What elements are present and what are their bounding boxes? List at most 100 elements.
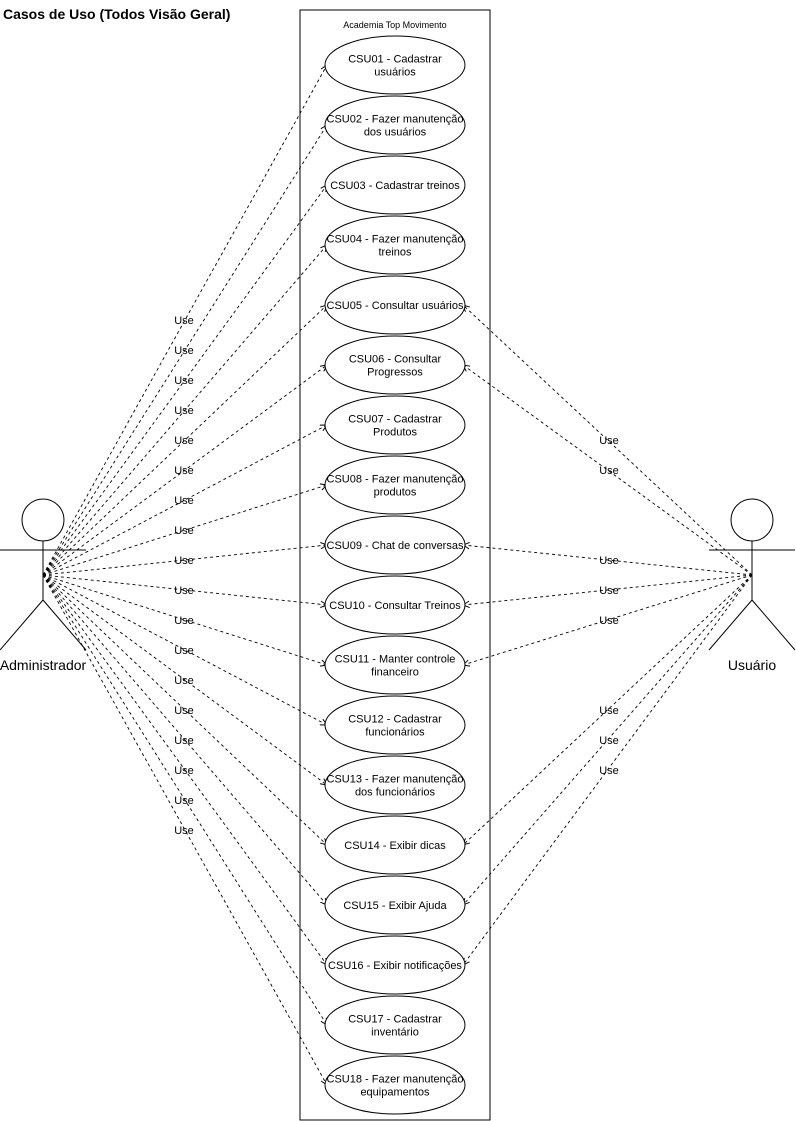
use-label: Use (599, 735, 619, 747)
use-case-ellipse (324, 755, 466, 815)
relation-admin-csu13 (42, 574, 327, 785)
relation-admin-csu14 (42, 574, 327, 845)
use-label: Use (174, 585, 194, 597)
use-label: Use (599, 615, 619, 627)
use-label: Use (174, 465, 194, 477)
actor-administrador[interactable]: Administrador (0, 498, 87, 673)
use-case-ellipse (324, 515, 466, 575)
use-label: Use (599, 705, 619, 717)
relation-admin-csu01 (42, 65, 327, 576)
use-case-label: CSU08 - Fazer manutenção (327, 474, 464, 486)
use-case-label: Progressos (367, 367, 423, 379)
actor-administrador-left-leg (0, 599, 44, 651)
use-case-csu03[interactable]: CSU03 - Cadastrar treinos (324, 155, 466, 215)
use-label: Use (599, 585, 619, 597)
use-case-label: CSU18 - Fazer manutenção (327, 1074, 464, 1086)
relation-user-csu10 (463, 574, 753, 605)
use-case-label: produtos (374, 487, 417, 499)
use-case-ellipse (324, 95, 466, 155)
use-label: Use (599, 765, 619, 777)
use-case-label: CSU13 - Fazer manutenção (327, 774, 464, 786)
actor-administrador-label: Administrador (0, 657, 87, 673)
relation-admin-csu06 (42, 365, 327, 576)
use-case-csu09[interactable]: CSU09 - Chat de conversas (324, 515, 466, 575)
use-label: Use (174, 315, 194, 327)
use-label: Use (174, 795, 194, 807)
use-case-label: funcionários (365, 727, 425, 739)
use-label: Use (599, 465, 619, 477)
use-case-ellipse (324, 875, 466, 935)
use-label: Use (174, 405, 194, 417)
actor-usuario-left-leg (708, 599, 753, 651)
use-case-ellipse (324, 815, 466, 875)
actor-usuario-head (730, 498, 774, 542)
use-case-label: CSU17 - Cadastrar (348, 1014, 442, 1026)
relation-admin-csu17 (42, 574, 327, 1025)
use-label: Use (174, 735, 194, 747)
use-case-ellipse (324, 35, 466, 95)
relation-user-csu11 (463, 574, 753, 665)
use-label: Use (174, 675, 194, 687)
use-case-ellipse (324, 215, 466, 275)
use-case-csu10[interactable]: CSU10 - Consultar Treinos (324, 575, 466, 635)
use-case-label: CSU12 - Cadastrar (348, 714, 442, 726)
relation-admin-csu16 (42, 574, 327, 965)
use-case-ellipse (324, 155, 466, 215)
relation-admin-csu03 (42, 185, 327, 576)
use-case-label: CSU16 - Exibir notificações (328, 960, 462, 972)
relation-admin-csu04 (42, 245, 327, 576)
relation-admin-csu05 (42, 305, 327, 576)
actor-usuario[interactable]: Usuário (708, 498, 796, 673)
use-label: Use (174, 555, 194, 567)
use-case-label: CSU04 - Fazer manutenção (327, 234, 464, 246)
relation-admin-csu08 (42, 485, 327, 576)
use-label: Use (174, 615, 194, 627)
relation-labels-layer: UseUseUseUseUseUseUseUseUseUseUseUseUseU… (174, 315, 619, 837)
use-label: Use (174, 435, 194, 447)
use-case-label: CSU09 - Chat de conversas (327, 540, 464, 552)
use-case-csu15[interactable]: CSU15 - Exibir Ajuda (324, 875, 466, 935)
use-case-csu16[interactable]: CSU16 - Exibir notificações (324, 935, 466, 995)
use-case-label: CSU02 - Fazer manutenção (327, 114, 464, 126)
use-label: Use (174, 705, 194, 717)
system-boundary (299, 9, 491, 1121)
use-case-ellipse (324, 1055, 466, 1115)
relation-admin-csu15 (42, 574, 327, 905)
use-case-label: CSU15 - Exibir Ajuda (343, 900, 447, 912)
use-case-label: CSU07 - Cadastrar (348, 414, 442, 426)
use-case-label: CSU03 - Cadastrar treinos (330, 180, 460, 192)
actor-usuario-right-leg (751, 599, 796, 651)
use-case-label: CSU14 - Exibir dicas (344, 840, 446, 852)
use-case-label: dos funcionários (355, 787, 436, 799)
use-label: Use (174, 825, 194, 837)
use-case-csu05[interactable]: CSU05 - Consultar usuários (324, 275, 466, 335)
actor-administrador-right-leg (42, 599, 87, 651)
use-case-ellipse (324, 455, 466, 515)
use-case-label: equipamentos (360, 1087, 430, 1099)
relation-admin-csu18 (42, 574, 327, 1085)
use-label: Use (174, 495, 194, 507)
use-case-label: CSU01 - Cadastrar (348, 54, 442, 66)
relations-layer (42, 65, 753, 1085)
use-case-ellipse (324, 635, 466, 695)
use-case-label: CSU10 - Consultar Treinos (329, 600, 461, 612)
use-case-label: CSU06 - Consultar (349, 354, 442, 366)
system-label: Academia Top Movimento (343, 20, 446, 30)
use-case-csu14[interactable]: CSU14 - Exibir dicas (324, 815, 466, 875)
use-case-label: Produtos (373, 427, 418, 439)
diagram-title: Casos de Uso (Todos Visão Geral) (3, 6, 231, 22)
use-case-ellipse (324, 275, 466, 335)
use-case-ellipse (324, 935, 466, 995)
